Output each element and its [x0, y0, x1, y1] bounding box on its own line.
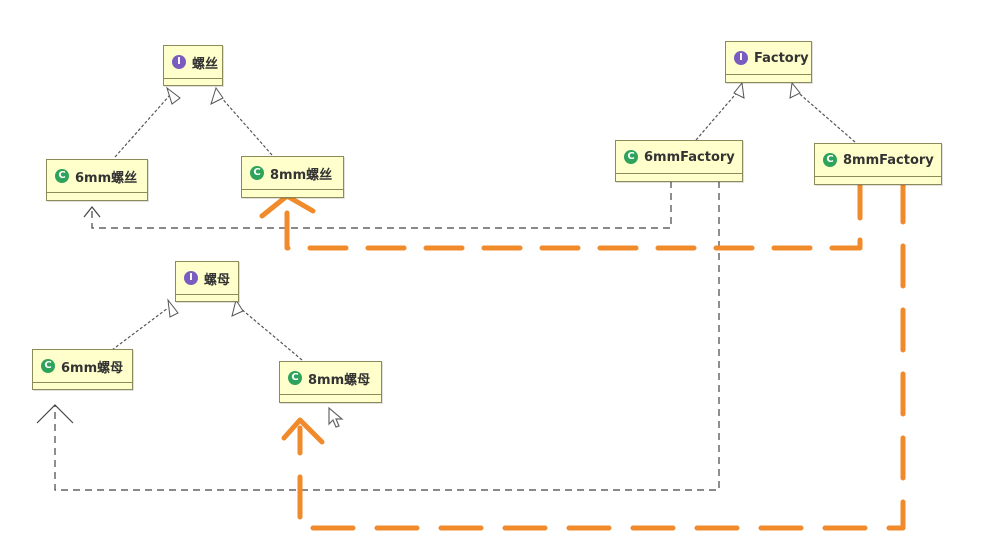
- node-divider: [47, 192, 147, 196]
- class-badge-icon: C: [823, 153, 837, 167]
- node-divider: [726, 74, 811, 78]
- factory-8mm-node[interactable]: C 8mmFactory: [814, 143, 942, 185]
- screw-interface-label: 螺丝: [192, 56, 219, 72]
- factory-interface-label: Factory: [754, 50, 809, 66]
- highlight-arrow-8mm-nut: [281, 417, 325, 445]
- link-6mm-screw-to-screw: [114, 94, 171, 158]
- node-divider: [164, 78, 222, 82]
- dependency-6mm-factory-to-6mm-screw: [91, 181, 672, 229]
- interface-badge-icon: I: [184, 271, 198, 285]
- screw-interface-node[interactable]: I 螺丝: [163, 45, 223, 86]
- triangle-screw-left: [166, 86, 181, 105]
- triangle-screw-right: [210, 86, 224, 105]
- screw-6mm-node[interactable]: C 6mm螺丝: [46, 159, 148, 201]
- node-divider: [280, 394, 381, 398]
- nut-interface-label: 螺母: [204, 272, 231, 288]
- nut-6mm-label: 6mm螺母: [61, 360, 124, 376]
- nut-6mm-node[interactable]: C 6mm螺母: [32, 349, 133, 390]
- dependency-arrow-6mm-nut: [36, 404, 74, 424]
- interface-badge-icon: I: [734, 51, 748, 65]
- triangle-nut-left: [167, 298, 179, 318]
- mouse-pointer-icon: [328, 406, 344, 428]
- class-badge-icon: C: [624, 150, 638, 164]
- node-divider: [815, 176, 941, 180]
- interface-badge-icon: I: [172, 55, 186, 69]
- factory-6mm-node[interactable]: C 6mmFactory: [615, 140, 743, 182]
- link-6mm-nut-to-nut: [111, 307, 169, 351]
- screw-6mm-label: 6mm螺丝: [75, 170, 138, 186]
- class-badge-icon: C: [55, 169, 69, 183]
- factory-6mm-label: 6mmFactory: [644, 149, 735, 165]
- node-divider: [616, 173, 742, 177]
- factory-8mm-label: 8mmFactory: [843, 152, 934, 168]
- link-8mm-screw-to-screw: [218, 94, 273, 156]
- highlight-8mm-factory-to-8mm-screw: [284, 179, 863, 251]
- link-6mm-factory-to-factory: [695, 88, 741, 141]
- link-8mm-nut-to-nut: [239, 307, 303, 361]
- triangle-factory-right: [789, 81, 801, 99]
- triangle-nut-right: [231, 298, 244, 317]
- screw-8mm-node[interactable]: C 8mm螺丝: [241, 156, 344, 198]
- node-divider: [242, 189, 343, 193]
- class-badge-icon: C: [288, 371, 302, 385]
- nut-8mm-label: 8mm螺母: [308, 372, 371, 388]
- screw-8mm-label: 8mm螺丝: [270, 167, 333, 183]
- nut-8mm-node[interactable]: C 8mm螺母: [279, 361, 382, 403]
- factory-interface-node[interactable]: I Factory: [725, 41, 812, 83]
- dependency-6mm-factory-to-6mm-nut: [54, 181, 720, 491]
- link-8mm-factory-to-factory: [793, 88, 856, 143]
- node-divider: [176, 294, 238, 298]
- dependency-arrow-6mm-screw: [83, 206, 101, 218]
- nut-interface-node[interactable]: I 螺母: [175, 261, 239, 302]
- class-badge-icon: C: [41, 359, 55, 373]
- triangle-factory-left: [733, 81, 745, 99]
- highlight-8mm-factory-to-8mm-nut: [297, 179, 906, 531]
- node-divider: [33, 382, 132, 386]
- class-badge-icon: C: [250, 166, 264, 180]
